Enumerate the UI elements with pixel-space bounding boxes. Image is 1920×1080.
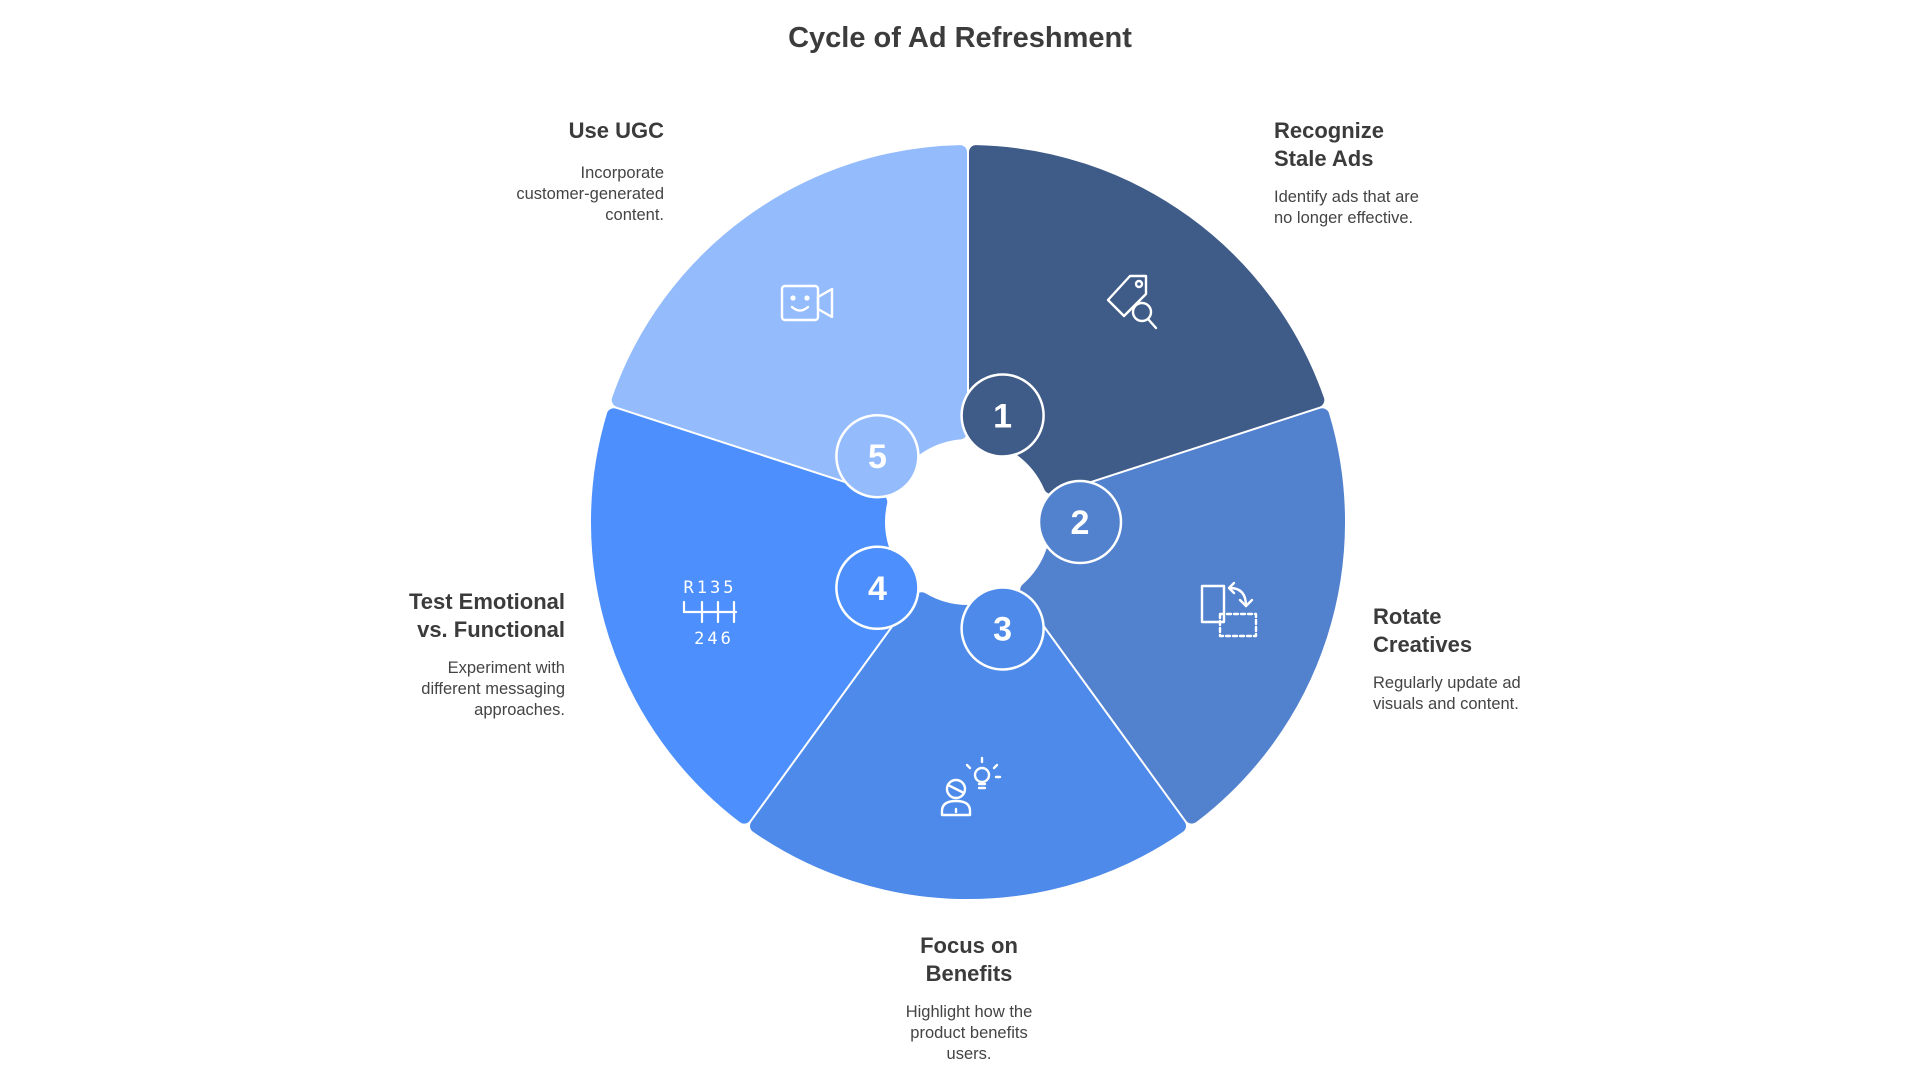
step-5-badge: 5 — [835, 413, 920, 499]
step-2-badge: 2 — [1037, 479, 1123, 565]
step-4-badge: 4 — [835, 545, 920, 631]
step-5-title: Use UGC — [568, 118, 664, 143]
gear-shift-icon: R135 246 — [682, 578, 738, 649]
step-2-number: 2 — [1071, 504, 1090, 542]
step-4-label: Test Emotional vs. Functional Experiment… — [265, 588, 565, 721]
step-2-title: Rotate Creatives — [1373, 604, 1473, 657]
step-5-number: 5 — [868, 438, 887, 476]
person-idea-icon — [940, 756, 1002, 817]
gear-shift-bottom-text: 246 — [694, 629, 734, 649]
step-2-label: Rotate Creatives Regularly update ad vis… — [1373, 603, 1673, 715]
step-4-badge-circle — [835, 545, 920, 631]
video-smile-icon — [780, 284, 834, 322]
step-3-title: Focus on Benefits — [920, 933, 1018, 986]
step-1-badge-circle — [960, 373, 1045, 458]
step-1-number: 1 — [993, 398, 1012, 436]
step-3-badge: 3 — [960, 586, 1045, 671]
step-3-badge-circle — [960, 586, 1045, 671]
step-5-label: Use UGC Incorporate customer-generated c… — [364, 117, 664, 226]
rotate-creative-icon — [1200, 581, 1258, 638]
diagram-title: Cycle of Ad Refreshment — [788, 22, 1132, 54]
step-4-number: 4 — [868, 570, 887, 608]
step-4-description: Experiment with different messaging appr… — [421, 659, 565, 719]
step-1-description: Identify ads that are no longer effectiv… — [1274, 188, 1419, 227]
step-5-description: Incorporate customer-generated content. — [516, 164, 664, 224]
step-3-description: Highlight how the product benefits users… — [905, 1003, 1033, 1063]
step-1-label: Recognize Stale Ads Identify ads that ar… — [1274, 117, 1574, 229]
gear-shift-top-text: R135 — [684, 578, 737, 598]
step-3-label: Focus on Benefits Highlight how the prod… — [819, 932, 1119, 1065]
step-1-title: Recognize Stale Ads — [1274, 118, 1385, 171]
step-3-number: 3 — [993, 611, 1012, 649]
step-5-badge-circle — [835, 413, 920, 499]
price-tag-search-icon — [1106, 274, 1158, 330]
step-2-badge-circle — [1037, 479, 1123, 565]
step-4-title: Test Emotional vs. Functional — [408, 589, 565, 642]
step-2-description: Regularly update ad visuals and content. — [1373, 674, 1521, 713]
step-1-badge: 1 — [960, 373, 1045, 458]
